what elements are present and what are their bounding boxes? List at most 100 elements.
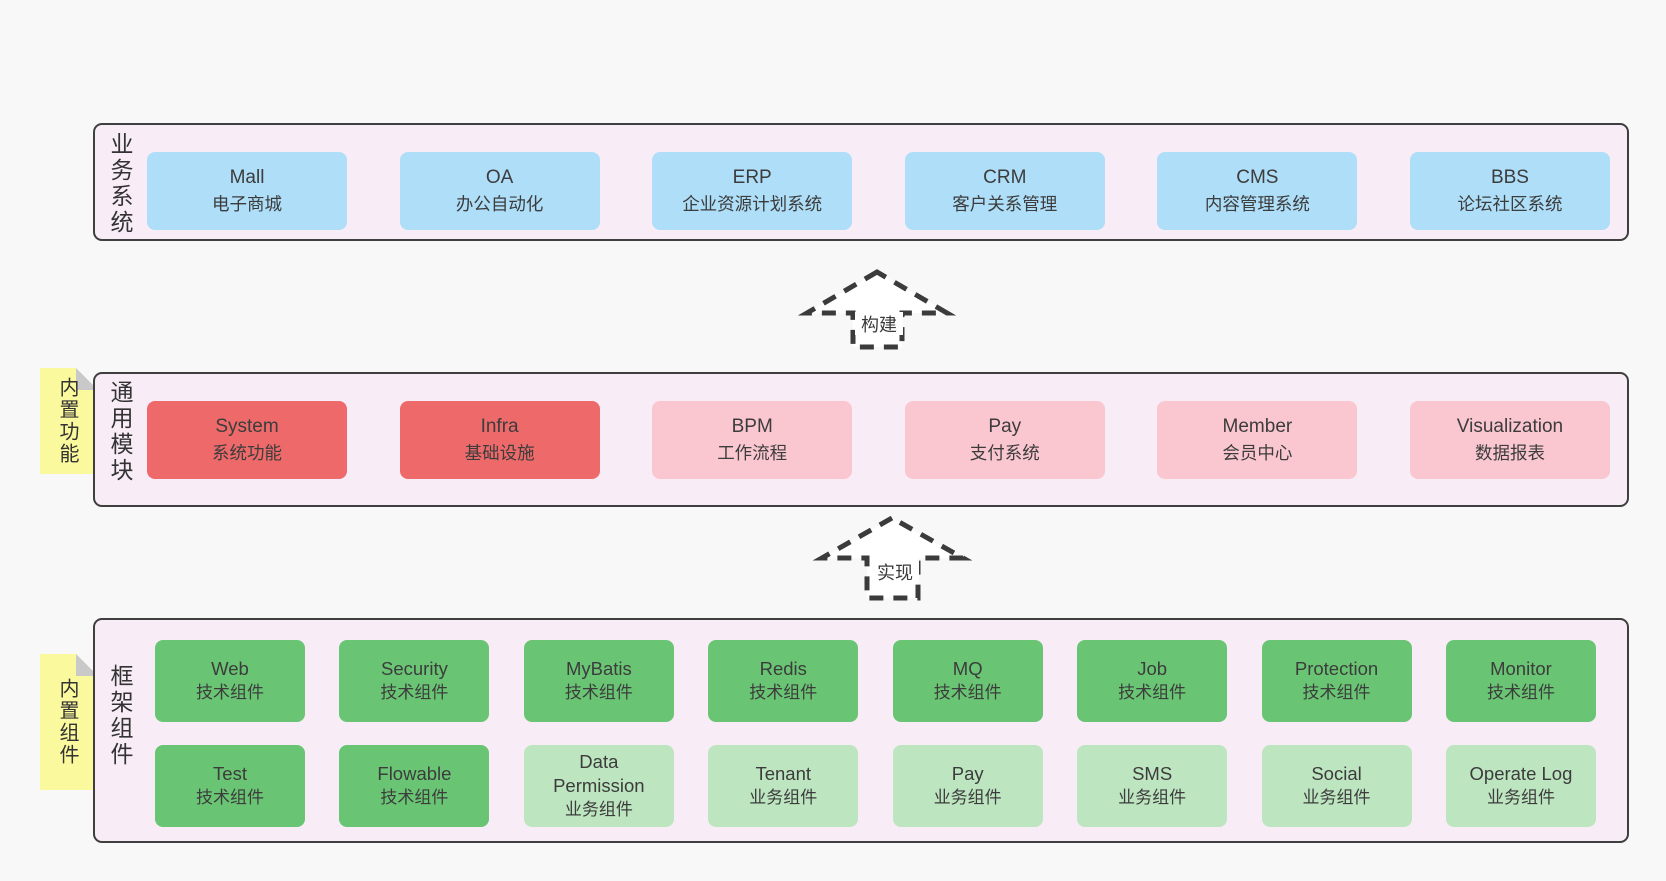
node-desc: 技术组件	[749, 683, 818, 702]
sticky-note-builtin-components: 内置组件	[40, 654, 98, 790]
node-erp: ERP 企业资源计划系统	[652, 152, 853, 230]
node-flowable: Flowable 技术组件	[339, 745, 490, 827]
node-mq: MQ 技术组件	[892, 640, 1043, 722]
node-name: Tenant	[755, 763, 812, 784]
node-desc: 论坛社区系统	[1457, 194, 1563, 214]
sticky-note-label: 内置组件	[56, 678, 78, 766]
node-desc: 会员中心	[1222, 443, 1293, 463]
node-desc: 技术组件	[933, 683, 1002, 702]
node-pay-module: Pay 支付系统	[904, 401, 1105, 479]
common-modules-layer: 通用模块 System 系统功能 Infra 基础设施 BPM 工作流程 Pay…	[93, 372, 1629, 507]
node-tenant: Tenant 业务组件	[708, 745, 859, 827]
node-name: BBS	[1490, 167, 1529, 188]
layer-label-modules: 通用模块	[107, 380, 133, 484]
node-desc: 支付系统	[969, 443, 1040, 463]
node-desc: 业务组件	[1486, 788, 1555, 807]
node-oa: OA 办公自动化	[399, 152, 600, 230]
node-visualization: Visualization 数据报表	[1409, 401, 1610, 479]
build-arrow-icon	[797, 269, 957, 350]
node-name: Infra	[480, 416, 519, 437]
node-desc: 业务组件	[1118, 788, 1187, 807]
node-name: Redis	[759, 658, 807, 679]
node-system: System 系统功能	[147, 401, 347, 479]
node-name: Mall	[229, 167, 265, 188]
node-desc: 系统功能	[212, 443, 282, 463]
node-desc: 技术组件	[1486, 683, 1555, 702]
node-protection: Protection 技术组件	[1261, 640, 1412, 722]
node-desc: 业务组件	[564, 800, 633, 819]
node-data-permission: Data Permission 业务组件	[523, 745, 674, 827]
node-desc: 技术组件	[1302, 683, 1371, 702]
node-desc: 客户关系管理	[952, 194, 1058, 214]
node-desc: 业务组件	[933, 788, 1002, 807]
node-desc: 技术组件	[380, 788, 449, 807]
node-name: Job	[1137, 658, 1168, 679]
node-bbs: BBS 论坛社区系统	[1409, 152, 1610, 230]
node-desc: 企业资源计划系统	[682, 194, 823, 214]
node-name: SMS	[1132, 763, 1173, 784]
node-name: Flowable	[377, 763, 452, 784]
node-infra: Infra 基础设施	[399, 401, 600, 479]
layer-label-business: 业务系统	[107, 132, 133, 236]
node-name: System	[215, 416, 279, 437]
node-sms: SMS 业务组件	[1077, 745, 1228, 827]
components-row-2: Test 技术组件 Flowable 技术组件 Data Permission …	[155, 745, 1596, 827]
node-name: Social	[1311, 763, 1362, 784]
node-monitor: Monitor 技术组件	[1445, 640, 1596, 722]
node-pay-component: Pay 业务组件	[892, 745, 1043, 827]
node-name: CMS	[1236, 167, 1279, 188]
node-name: Monitor	[1490, 658, 1552, 679]
node-web: Web 技术组件	[155, 640, 305, 722]
node-name: MQ	[952, 658, 983, 679]
node-mall: Mall 电子商城	[147, 152, 347, 230]
node-mybatis: MyBatis 技术组件	[523, 640, 674, 722]
node-desc: 数据报表	[1474, 443, 1545, 463]
node-desc: 办公自动化	[455, 194, 544, 214]
node-name: MyBatis	[565, 658, 632, 679]
node-name: Pay	[988, 416, 1022, 437]
node-name: Web	[211, 658, 249, 679]
node-redis: Redis 技术组件	[708, 640, 859, 722]
node-name: Data Permission	[553, 751, 645, 796]
node-name: Operate Log	[1469, 763, 1573, 784]
node-desc: 工作流程	[717, 443, 788, 463]
implement-arrow-icon	[812, 515, 972, 601]
node-crm: CRM 客户关系管理	[904, 152, 1105, 230]
node-operate-log: Operate Log 业务组件	[1445, 745, 1596, 827]
node-desc: 内容管理系统	[1204, 194, 1310, 214]
node-test: Test 技术组件	[155, 745, 305, 827]
node-name: Pay	[951, 763, 984, 784]
components-row-1: Web 技术组件 Security 技术组件 MyBatis 技术组件 Redi…	[155, 640, 1596, 722]
modules-boxes-row: System 系统功能 Infra 基础设施 BPM 工作流程 Pay 支付系统…	[147, 401, 1610, 479]
business-boxes-row: Mall 电子商城 OA 办公自动化 ERP 企业资源计划系统 CRM 客户关系…	[147, 152, 1610, 230]
node-job: Job 技术组件	[1077, 640, 1228, 722]
framework-components-layer: 框架组件 Web 技术组件 Security 技术组件 MyBatis 技术组件…	[93, 618, 1629, 843]
node-desc: 技术组件	[1118, 683, 1187, 702]
sticky-note-label: 内置功能	[56, 377, 78, 465]
node-desc: 业务组件	[749, 788, 818, 807]
node-social: Social 业务组件	[1261, 745, 1412, 827]
build-arrow-label: 构建	[855, 312, 903, 335]
node-security: Security 技术组件	[339, 640, 490, 722]
node-name: Protection	[1294, 658, 1379, 679]
node-desc: 业务组件	[1302, 788, 1371, 807]
node-bpm: BPM 工作流程	[652, 401, 853, 479]
node-cms: CMS 内容管理系统	[1157, 152, 1358, 230]
implement-arrow-label: 实现	[871, 560, 919, 583]
business-systems-layer: 业务系统 Mall 电子商城 OA 办公自动化 ERP 企业资源计划系统 CRM…	[93, 123, 1629, 241]
node-name: Member	[1222, 416, 1293, 437]
layer-label-components: 框架组件	[107, 664, 133, 768]
node-desc: 电子商城	[212, 194, 282, 214]
node-desc: 技术组件	[196, 683, 264, 702]
node-name: Security	[381, 658, 448, 679]
node-name: BPM	[731, 416, 773, 437]
node-name: CRM	[983, 167, 1027, 188]
node-name: Test	[213, 763, 247, 784]
node-desc: 技术组件	[380, 683, 449, 702]
node-desc: 技术组件	[196, 788, 264, 807]
node-member: Member 会员中心	[1157, 401, 1358, 479]
sticky-note-builtin-features: 内置功能	[40, 368, 98, 474]
node-desc: 基础设施	[464, 443, 535, 463]
node-name: Visualization	[1456, 416, 1564, 437]
